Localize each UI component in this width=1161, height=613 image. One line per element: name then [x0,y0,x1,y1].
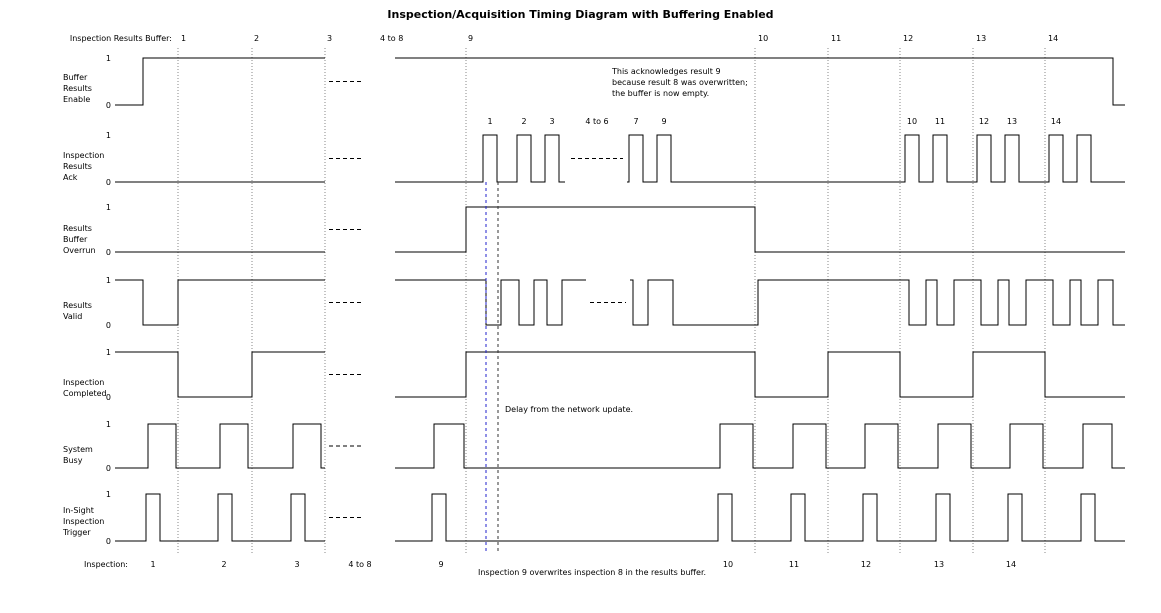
annotation-text: because result 8 was overwritten; [612,78,748,87]
inspection-number: 9 [438,560,443,569]
waveform-insight-inspection-trigger [115,493,325,542]
level-marker-low: 0 [106,464,111,473]
signal-label-results-buffer-overrun: Results [63,224,92,233]
level-marker-low: 0 [106,321,111,330]
ack-pulse-number: 10 [907,117,917,126]
signal-label-inspection-completed: Inspection [63,378,104,387]
signal-label-inspection-results-ack: Ack [63,173,78,182]
signal-label-system-busy: Busy [63,456,83,465]
ack-pulse-number: 1 [487,117,492,126]
ack-pulse-number: 9 [661,117,666,126]
ack-pulse-number: 4 to 6 [585,117,608,126]
inspection-number: 13 [934,560,944,569]
waveform-results-valid [115,279,325,326]
ack-pulse-number: 12 [979,117,989,126]
diagram-title: Inspection/Acquisition Timing Diagram wi… [387,8,774,21]
inspection-number: 14 [1006,560,1016,569]
ack-pulse-number: 2 [521,117,526,126]
level-marker-high: 1 [106,348,111,357]
buffer-number: 10 [758,34,768,43]
level-marker-high: 1 [106,276,111,285]
buffer-number: 14 [1048,34,1058,43]
waveform-system-busy [115,423,325,469]
bottom-note: Inspection 9 overwrites inspection 8 in … [478,568,706,577]
waveform-buffer-results-enable [115,57,325,106]
ack-pulse-number: 7 [633,117,638,126]
annotation-text: This acknowledges result 9 [611,67,721,76]
waveform-inspection-completed [115,351,325,398]
signal-label-inspection-completed: Completed [63,389,107,398]
waveform-results-buffer-overrun [395,206,1125,253]
level-marker-low: 0 [106,178,111,187]
top-axis-label: Inspection Results Buffer: [70,34,172,43]
signal-label-results-valid: Valid [63,312,82,321]
waveform-inspection-results-ack [627,134,1125,183]
level-marker-low: 0 [106,537,111,546]
inspection-number: 10 [723,560,733,569]
signal-label-buffer-results-enable: Enable [63,95,90,104]
level-marker-high: 1 [106,54,111,63]
inspection-number: 11 [789,560,799,569]
inspection-number: 3 [294,560,299,569]
inspection-number: 4 to 8 [348,560,371,569]
buffer-number: 12 [903,34,913,43]
waveform-system-busy [395,423,1125,469]
ack-pulse-number: 3 [549,117,554,126]
signal-label-insight-inspection-trigger: Inspection [63,517,104,526]
signal-label-inspection-results-ack: Inspection [63,151,104,160]
level-marker-high: 1 [106,203,111,212]
level-marker-high: 1 [106,131,111,140]
inspection-number: 12 [861,560,871,569]
ack-pulse-number: 13 [1007,117,1017,126]
buffer-number: 9 [468,34,473,43]
signal-label-insight-inspection-trigger: In-Sight [63,506,94,515]
signal-label-buffer-results-enable: Buffer [63,73,88,82]
signal-label-results-buffer-overrun: Overrun [63,246,96,255]
bottom-axis-label: Inspection: [84,560,128,569]
level-marker-low: 0 [106,393,111,402]
signal-label-system-busy: System [63,445,93,454]
waveform-inspection-completed [395,351,1125,398]
level-marker-low: 0 [106,248,111,257]
signal-label-insight-inspection-trigger: Trigger [62,528,91,537]
buffer-number: 1 [181,34,186,43]
annotation-text: the buffer is now empty. [612,89,709,98]
buffer-number: 2 [254,34,259,43]
signal-label-buffer-results-enable: Results [63,84,92,93]
inspection-number: 2 [221,560,226,569]
buffer-number: 4 to 8 [380,34,403,43]
waveform-results-valid [630,279,1125,326]
waveform-buffer-results-enable [395,57,1125,106]
waveform-results-valid [395,279,586,326]
buffer-number: 3 [327,34,332,43]
level-marker-low: 0 [106,101,111,110]
ack-pulse-number: 11 [935,117,945,126]
signal-label-results-buffer-overrun: Buffer [63,235,88,244]
waveform-insight-inspection-trigger [395,493,1125,542]
signal-label-inspection-results-ack: Results [63,162,92,171]
level-marker-high: 1 [106,420,111,429]
ack-pulse-number: 14 [1051,117,1061,126]
inspection-number: 1 [150,560,155,569]
waveform-inspection-results-ack [395,134,565,183]
signal-label-results-valid: Results [63,301,92,310]
annotation-text: Delay from the network update. [505,405,633,414]
buffer-number: 13 [976,34,986,43]
level-marker-high: 1 [106,490,111,499]
buffer-number: 11 [831,34,841,43]
